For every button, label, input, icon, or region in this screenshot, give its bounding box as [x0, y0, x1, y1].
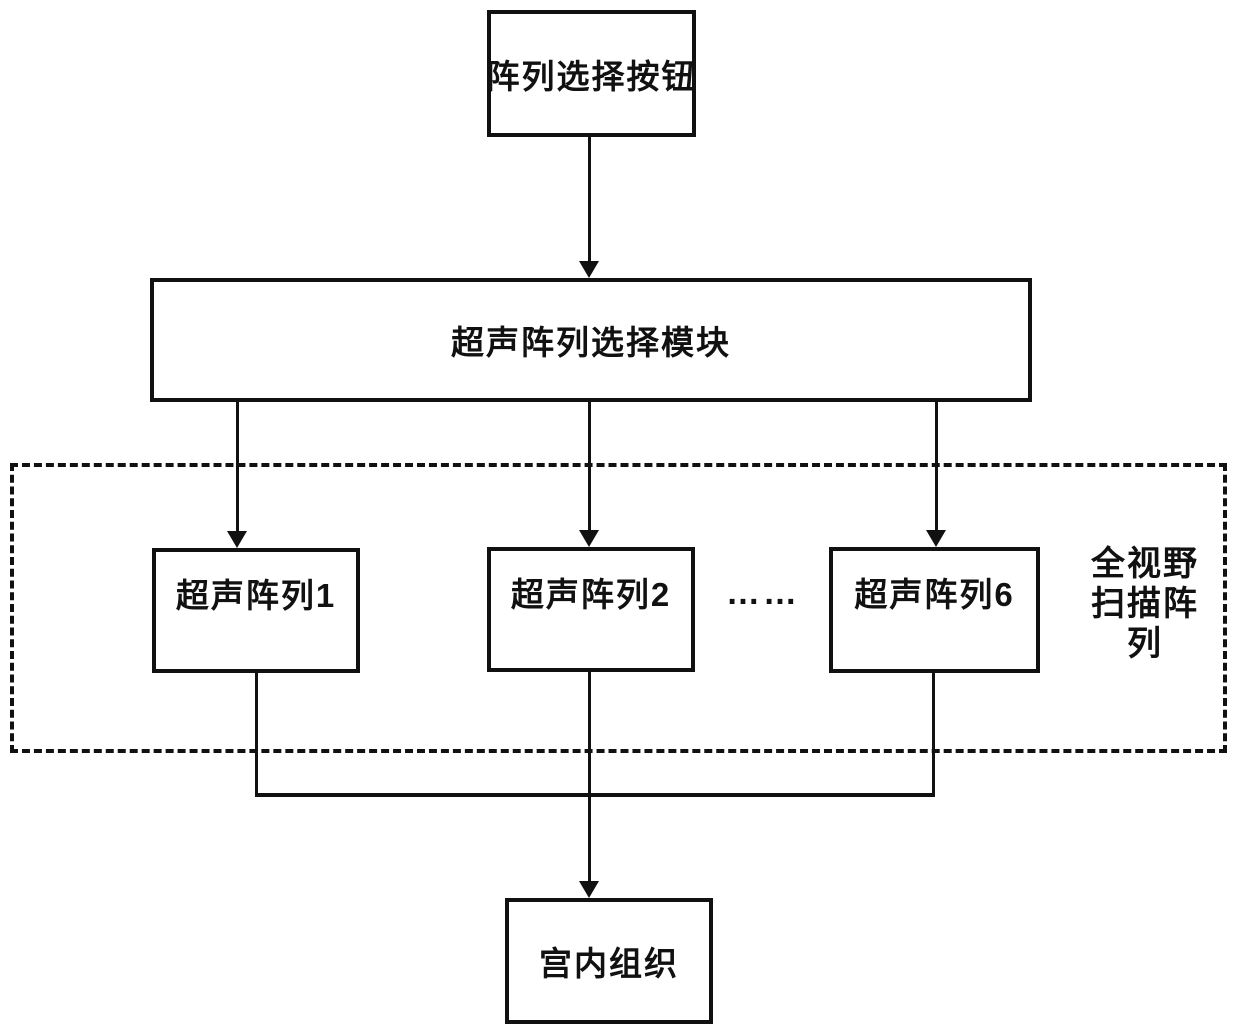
connector-merge-bar — [255, 793, 935, 797]
ellipsis-between-arrays: …… — [726, 574, 800, 612]
connector-module-to-array6 — [935, 402, 938, 531]
group-label-line-2: 扫描阵 — [1091, 585, 1199, 623]
scan-array-group-label: 全视野 扫描阵 列 — [1080, 544, 1210, 664]
group-label-line-1: 全视野 — [1091, 545, 1199, 583]
arrowhead-module-to-array2 — [579, 530, 599, 547]
array-2-node: 超声阵列2 — [487, 547, 695, 672]
connector-array1-drop — [255, 671, 258, 795]
connector-module-to-array1 — [236, 402, 239, 532]
array-select-button-label: 阵列选择按钮 — [486, 57, 697, 95]
connector-array2-drop — [588, 670, 591, 883]
connector-array6-drop — [932, 671, 935, 795]
arrowhead-module-to-array6 — [926, 530, 946, 547]
array-6-label: 超声阵列6 — [854, 576, 1015, 613]
array-6-node: 超声阵列6 — [829, 547, 1040, 673]
uterine-tissue-label: 宫内组织 — [539, 945, 679, 982]
arrowhead-module-to-array1 — [227, 531, 247, 548]
array-2-label: 超声阵列2 — [510, 575, 672, 613]
connector-module-to-array2 — [588, 402, 591, 531]
group-label-line-3: 列 — [1127, 625, 1163, 663]
connector-button-to-module — [588, 137, 591, 263]
array-selector-module-node: 超声阵列选择模块 — [150, 278, 1032, 402]
scan-array-group-frame — [10, 463, 1227, 753]
uterine-tissue-node: 宫内组织 — [505, 898, 713, 1024]
arrowhead-button-to-module — [579, 261, 599, 278]
array-select-button-node: 阵列选择按钮 — [487, 10, 696, 137]
array-1-label: 超声阵列1 — [175, 576, 337, 614]
array-selector-module-label: 超声阵列选择模块 — [451, 324, 731, 361]
array-1-node: 超声阵列1 — [152, 548, 360, 673]
arrowhead-merge-to-tissue — [579, 881, 599, 898]
